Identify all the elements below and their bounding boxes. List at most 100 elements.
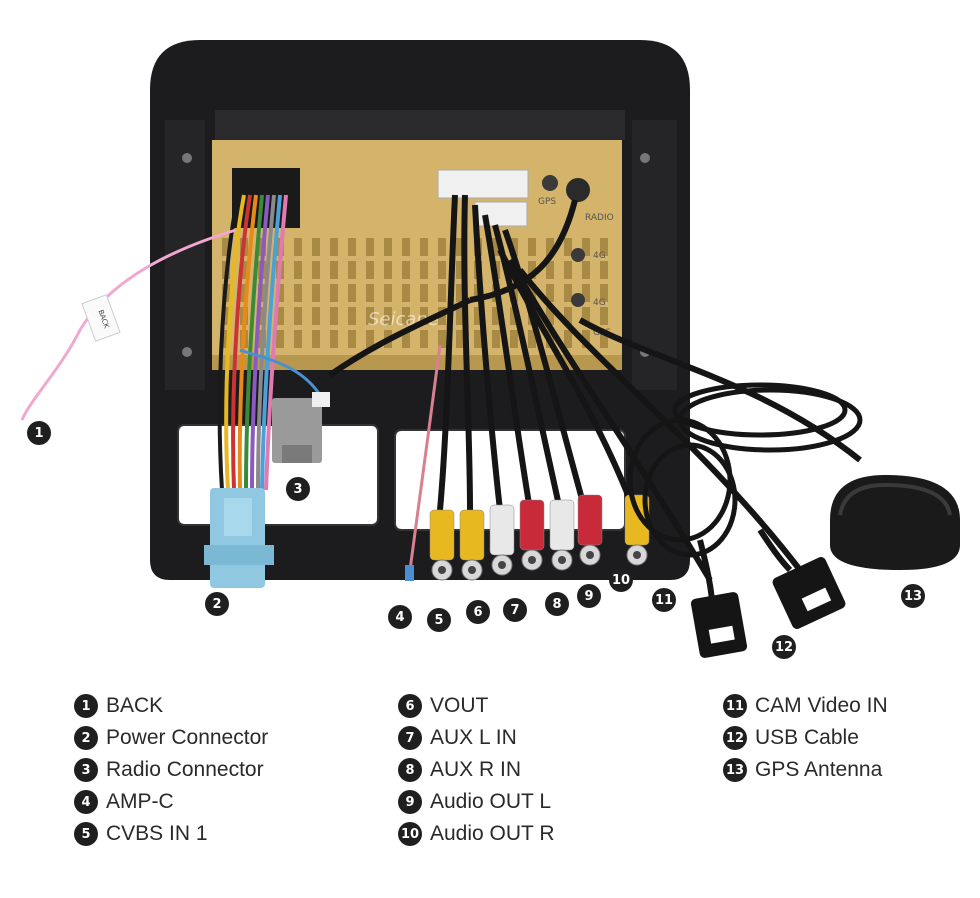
vent-slot (312, 238, 320, 256)
vent-slot (294, 330, 302, 348)
vent-slot (456, 261, 464, 279)
white-connector-bottom (474, 201, 528, 227)
vent-slot (564, 284, 572, 302)
vent-slot (420, 261, 428, 279)
vent-slot (222, 330, 230, 348)
vent-slot (402, 238, 410, 256)
legend-item: 12 USB Cable (723, 722, 888, 754)
legend-label: BACK (106, 694, 164, 717)
vent-slot (366, 307, 374, 325)
vent-slot (456, 330, 464, 348)
vent-slot (528, 238, 536, 256)
vent-slot (276, 330, 284, 348)
legend-label: USB Cable (755, 726, 859, 749)
vent-slot (420, 307, 428, 325)
number-badge: 10 (398, 822, 422, 846)
number-badge: 8 (398, 758, 422, 782)
vent-slot (330, 261, 338, 279)
back-tag (81, 294, 121, 342)
vent-slot (258, 284, 266, 302)
number-badge: 4 (74, 790, 98, 814)
legend-label: Radio Connector (106, 758, 264, 781)
label-4g-a: 4G (593, 251, 606, 261)
rca-plug-aux-l-in (489, 504, 515, 576)
legend-label: CVBS IN 1 (106, 822, 208, 845)
vent-slot (600, 261, 608, 279)
vent-slot (456, 307, 464, 325)
rca-plugs (429, 494, 650, 581)
legend-item: 5 CVBS IN 1 (74, 818, 268, 850)
legend-label: VOUT (430, 694, 489, 717)
vent-slot (366, 284, 374, 302)
callout-3: 3 (286, 477, 310, 501)
4g-port-a (571, 248, 585, 262)
label-4g-b: 4G (593, 298, 606, 308)
vent-slot (402, 307, 410, 325)
radio-port (566, 178, 590, 202)
vent-slot (348, 307, 356, 325)
vent-slot (582, 284, 590, 302)
number-badge: 12 (723, 726, 747, 750)
amp-wire (408, 344, 442, 571)
vent-slot (564, 307, 572, 325)
vent-slot (312, 307, 320, 325)
vent-slot (546, 284, 554, 302)
callout-9: 9 (577, 584, 601, 608)
vent-slot (348, 238, 356, 256)
vent-slot (294, 307, 302, 325)
coiled-cables (627, 382, 863, 558)
legend-label: Audio OUT R (430, 822, 555, 845)
rca-plug-vout (459, 509, 485, 581)
vent-slot (402, 261, 410, 279)
vent-slot (564, 238, 572, 256)
number-badge: 13 (723, 758, 747, 782)
legend-label: Power Connector (106, 726, 269, 749)
vent-slot (276, 284, 284, 302)
vent-slot (312, 330, 320, 348)
number-badge: 3 (74, 758, 98, 782)
callout-4: 4 (388, 605, 412, 629)
vent-slot (582, 307, 590, 325)
number-badge: 1 (74, 694, 98, 718)
vent-slot (276, 307, 284, 325)
vent-slot (492, 307, 500, 325)
number-badge: 5 (74, 822, 98, 846)
callout-8: 8 (545, 592, 569, 616)
vent-slot (366, 238, 374, 256)
legend-item: 3 Radio Connector (74, 754, 268, 786)
vent-slot (564, 261, 572, 279)
white-connector-top (437, 169, 529, 199)
amp-connector (405, 565, 414, 581)
vent-slot (582, 261, 590, 279)
callout-1: 1 (27, 421, 51, 445)
number-badge: 7 (398, 726, 422, 750)
vent-slot (330, 307, 338, 325)
screw (182, 347, 192, 357)
radio-connector-plug (272, 392, 330, 463)
screw (640, 153, 650, 163)
vent-slot (438, 284, 446, 302)
vent-slot (240, 284, 248, 302)
vent-slot (312, 261, 320, 279)
vent-slot (348, 261, 356, 279)
label-radio: RADIO (585, 213, 614, 223)
vent-slot (330, 238, 338, 256)
back-wire (20, 228, 237, 421)
vent-slot (420, 330, 428, 348)
vent-slot (546, 238, 554, 256)
vent-slot (258, 307, 266, 325)
vent-slot (600, 307, 608, 325)
number-badge: 11 (723, 694, 747, 718)
vent-slot (456, 284, 464, 302)
number-badge: 9 (398, 790, 422, 814)
head-unit-wiring-diagram: GPS RADIO 4G 4G GPS Seicane BACK (20, 40, 960, 658)
vent-slot (384, 238, 392, 256)
power-harness-wires (217, 194, 322, 491)
vent-slot (222, 307, 230, 325)
rca-plug-audio-out-l (549, 499, 575, 571)
